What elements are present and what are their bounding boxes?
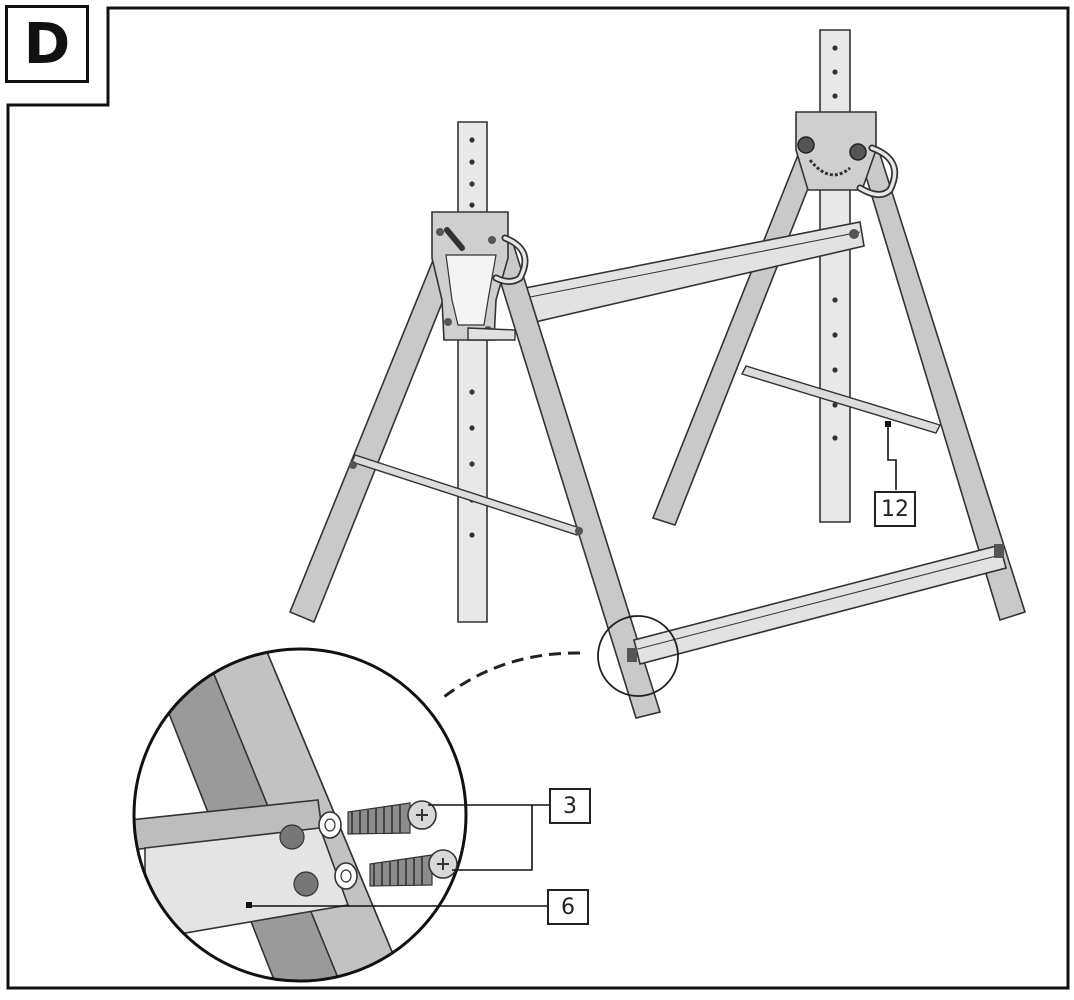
detail-connector — [439, 651, 581, 702]
front-post-holes — [469, 137, 475, 538]
screw-icon — [347, 800, 458, 887]
washer-icon — [318, 811, 358, 890]
back-bolt-left — [797, 136, 815, 154]
bottom-beam-end-screws — [627, 648, 637, 662]
magnifier-border — [132, 647, 468, 983]
top-beam — [514, 221, 865, 326]
page-frame — [6, 6, 1070, 990]
callout-3: 3 — [549, 788, 591, 824]
top-beam-bolt — [849, 229, 859, 239]
callout-6: 6 — [547, 889, 589, 925]
back-cross-rod — [741, 365, 941, 434]
bottom-beam — [633, 544, 1007, 665]
front-pin — [444, 227, 465, 251]
detail-highlight-circle — [597, 615, 679, 697]
front-lock-bar — [467, 327, 516, 341]
callout-12: 12 — [874, 491, 916, 527]
step-letter-box: D — [5, 5, 89, 83]
front-post — [457, 121, 488, 623]
back-bolt-right — [849, 143, 867, 161]
back-left-leg — [651, 148, 822, 526]
leader-lines — [252, 421, 897, 907]
back-post — [819, 29, 851, 523]
back-chain — [808, 159, 851, 177]
back-post-holes — [832, 45, 838, 441]
front-left-leg — [288, 246, 462, 624]
